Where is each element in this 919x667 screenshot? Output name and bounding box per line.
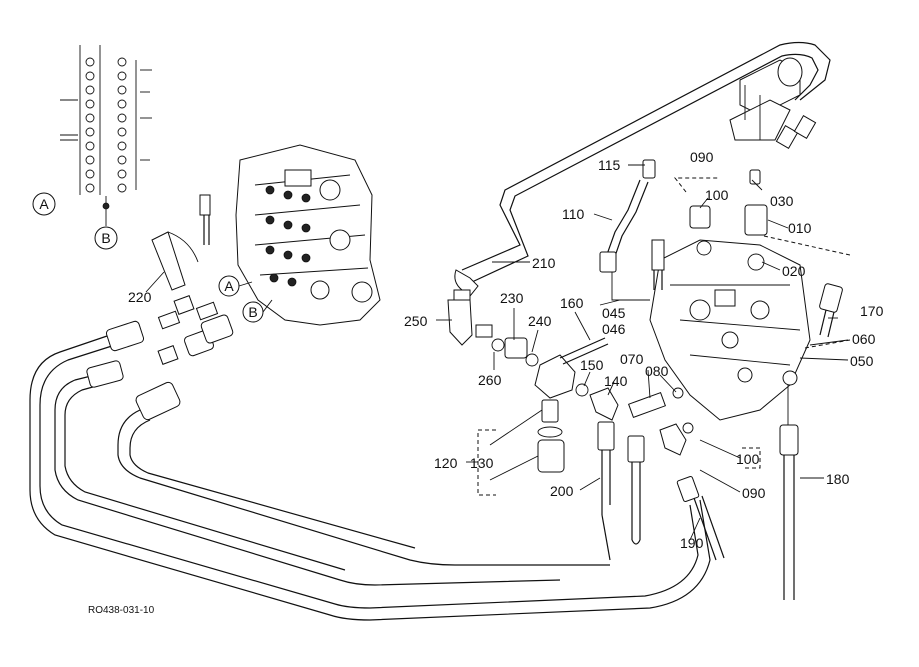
callout-240: 240: [528, 313, 552, 329]
callout-070: 070: [620, 351, 644, 367]
callout-120: 120: [434, 455, 458, 471]
drawing-code: RO438-031-10: [88, 605, 155, 616]
pump-top-right: [729, 57, 817, 149]
svg-text:A: A: [39, 196, 49, 212]
detail-marker-a: A: [32, 192, 56, 216]
fittings-250-260: [447, 299, 609, 399]
callout-030: 030: [770, 193, 794, 209]
callout-220: 220: [128, 289, 152, 305]
fitting-220-group: [151, 194, 219, 330]
callout-170: 170: [860, 303, 884, 319]
port-circles: [85, 57, 127, 193]
marker-a: A: [218, 275, 240, 297]
control-valve-assembly: [235, 144, 381, 326]
callout-140: 140: [604, 373, 628, 389]
pump-body: [649, 204, 811, 421]
hose-180: [779, 385, 799, 600]
callout-260: 260: [478, 372, 502, 388]
valve-ports: [265, 185, 311, 287]
callout-046: 046: [602, 321, 626, 337]
callout-230: 230: [500, 290, 524, 306]
callout-250: 250: [404, 313, 428, 329]
svg-text:B: B: [248, 304, 257, 320]
callout-010: 010: [788, 220, 812, 236]
svg-text:B: B: [101, 230, 110, 246]
callout-090-bottom: 090: [742, 485, 766, 501]
svg-text:A: A: [224, 278, 234, 294]
callout-020: 020: [782, 263, 806, 279]
fittings-upper-right: [651, 169, 851, 349]
callout-160: 160: [560, 295, 584, 311]
detail-marker-b: B: [94, 226, 118, 250]
callout-labels: 115 090 100 030 110 010 210 020 220 230 …: [88, 149, 884, 616]
callout-100-top: 100: [705, 187, 729, 203]
hoses-left: [29, 314, 711, 621]
callout-090-top: 090: [690, 149, 714, 165]
callout-200: 200: [550, 483, 574, 499]
callout-110: 110: [562, 206, 585, 222]
detail-view-port-grid: [60, 45, 152, 226]
hose-110: [599, 159, 656, 301]
callout-060: 060: [852, 331, 876, 347]
marker-b: B: [242, 301, 264, 323]
callout-130: 130: [470, 455, 494, 471]
callout-050: 050: [850, 353, 874, 369]
hose-190: [627, 387, 761, 561]
callout-190: 190: [680, 535, 704, 551]
callout-210: 210: [532, 255, 556, 271]
callout-115: 115: [598, 157, 621, 173]
fittings-120-130: [477, 399, 565, 496]
callout-100-bottom: 100: [736, 451, 760, 467]
callout-080: 080: [645, 363, 669, 379]
callout-180: 180: [826, 471, 850, 487]
hose-170: [819, 283, 843, 338]
hose-200: [589, 387, 619, 561]
callout-045: 045: [602, 305, 626, 321]
callout-150: 150: [580, 357, 604, 373]
leader-lines: [145, 164, 849, 541]
